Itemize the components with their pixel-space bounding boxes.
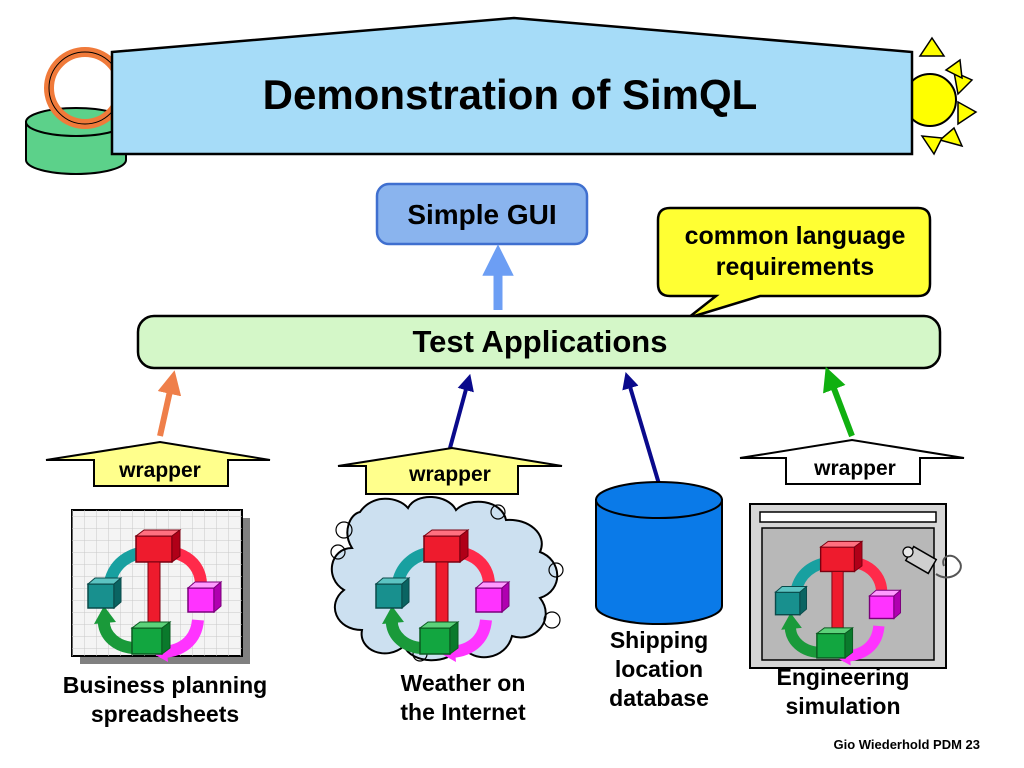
arrow-simulation	[823, 366, 855, 438]
footer-credit: Gio Wiederhold PDM 23	[833, 737, 980, 752]
caption-database-line-3: database	[609, 685, 709, 711]
page-title: Demonstration of SimQL	[262, 71, 758, 118]
arrow-spreadsheets	[157, 370, 182, 437]
caption-database: Shipping location database	[585, 626, 733, 713]
sensor-probe-icon	[902, 545, 962, 579]
caption-weather: Weather on the Internet	[368, 669, 558, 727]
title-banner	[110, 16, 914, 156]
caption-simulation: Engineering simulation	[748, 663, 938, 721]
weather-cloud-icon	[330, 495, 564, 662]
caption-database-line-2: location	[614, 656, 704, 682]
simple-gui-box	[375, 182, 589, 246]
arrow-database	[622, 371, 664, 495]
caption-spreadsheets-line-2: spreadsheets	[90, 701, 240, 727]
caption-weather-line-2: the Internet	[400, 699, 526, 725]
wrapper-label-1: wrapper	[119, 459, 201, 482]
wrapper-shape-1	[45, 440, 271, 487]
caption-database-line-1: Shipping	[609, 627, 709, 653]
sun-icon	[903, 36, 978, 156]
arrow-weather	[448, 373, 474, 449]
caption-simulation-line-2: simulation	[785, 693, 901, 719]
callout-line-2: requirements	[715, 253, 875, 281]
callout-text: common language requirements	[660, 221, 930, 283]
callout-line-1: common language	[684, 222, 906, 250]
wrapper-shape-3	[739, 438, 965, 485]
caption-simulation-line-1: Engineering	[776, 664, 910, 690]
database-icon	[595, 481, 723, 625]
test-applications-bar	[136, 314, 942, 370]
caption-weather-line-1: Weather on	[400, 670, 526, 696]
spreadsheet-icon	[71, 509, 250, 664]
simulation-monitor-icon	[749, 503, 962, 668]
wrapper-label-3: wrapper	[814, 457, 896, 480]
caption-spreadsheets-line-1: Business planning	[62, 672, 268, 698]
wrapper-shape-2	[337, 446, 563, 495]
wrapper-label-2: wrapper	[409, 463, 491, 486]
callout-bubble	[656, 206, 932, 320]
test-applications-label: Test Applications	[412, 324, 668, 359]
simple-gui-label: Simple GUI	[407, 199, 557, 230]
caption-spreadsheets: Business planning spreadsheets	[40, 671, 290, 729]
